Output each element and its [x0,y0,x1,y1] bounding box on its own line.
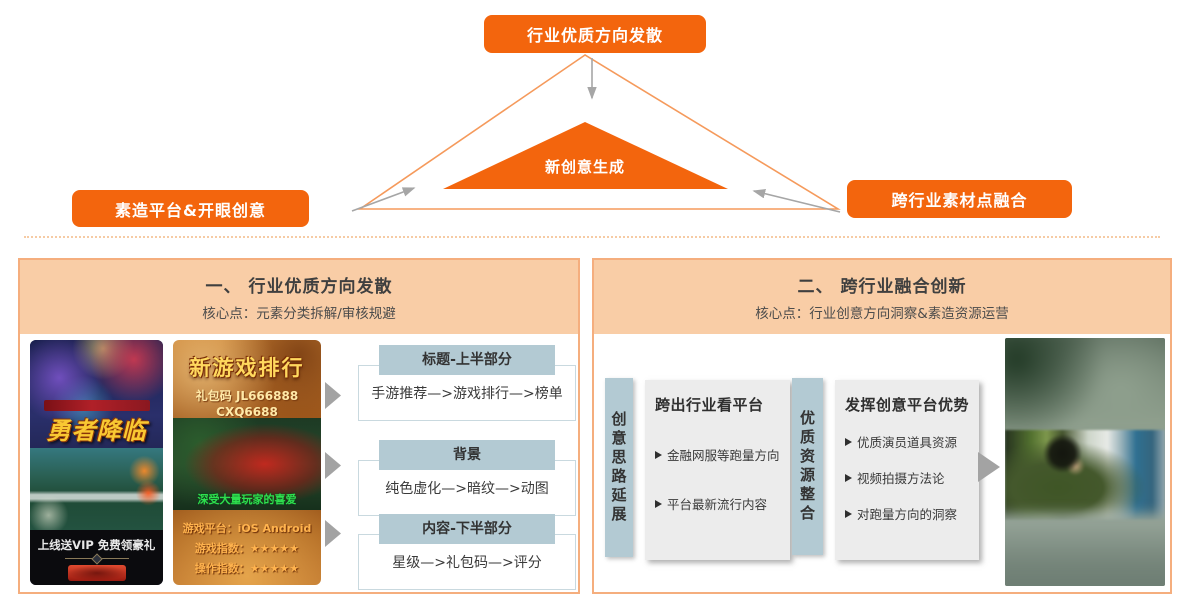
poster2-title: 新游戏排行 [189,356,305,380]
arrow-right-in-icon [752,188,841,213]
right-panel-subtitle: 核心点：行业创意方向洞察&素造资源运营 [755,306,1009,322]
poster1-footer: 上线送VIP 免费领豪礼 [30,530,163,585]
bullet-arrow-icon [845,437,852,446]
poster2-caption: 深受大量玩家的喜爱 [197,493,297,506]
panel-cross-industry-innovation: 二、 跨行业融合创新 核心点：行业创意方向洞察&素造资源运营 创意思路延展 跨出… [592,258,1172,594]
flow-arrow-icon [325,382,341,409]
poster1-download-button [67,565,126,581]
video-thumbnail [1005,338,1165,586]
right-panel-header: 二、 跨行业融合创新 核心点：行业创意方向洞察&素造资源运营 [594,260,1170,334]
row-header-chip: 背景 [379,440,555,470]
row-header-chip: 内容-下半部分 [379,514,555,544]
vertical-label-idea-extension: 创意思路延展 [605,378,633,557]
poster2-photo-band: 深受大量玩家的喜爱 [173,418,321,510]
bullet-arrow-icon [655,450,662,459]
triangle-center-label: 新创意生成 [544,158,625,176]
poster2-gift-code-1: 礼包码 JL666888 [195,389,299,403]
video-blur-bottom [1005,514,1165,586]
poster1-ornament [64,558,129,559]
box1-bullet-2: 平台最新流行内容 [655,494,784,513]
arrow-left-in-icon [351,187,416,212]
bullet-arrow-icon [845,509,852,518]
poster2-info-lines: 游戏平台：iOS Android 游戏指数：★★★★★ 操作指数：★★★★★ [173,520,321,576]
box2-title: 发挥创意平台优势 [845,396,970,414]
panel-industry-divergence: 一、 行业优质方向发散 核心点：元素分类拆解/审核规避 勇者降临 上线送VIP … [18,258,580,594]
flow-arrow-icon [978,452,1000,482]
poster1-artwork [30,340,163,448]
node-suzao-platform: 素造平台&开眼创意 [72,190,309,227]
node-industry-direction: 行业优质方向发散 [484,15,706,53]
box2-bullet-1: 优质演员道具资源 [845,432,973,451]
bullet-arrow-icon [845,473,852,482]
box2-bullet-2: 视频拍摄方法论 [845,468,973,487]
video-blur-top [1005,338,1165,433]
left-panel-header: 一、 行业优质方向发散 核心点：元素分类拆解/审核规避 [20,260,578,334]
right-panel-title: 二、 跨行业融合创新 [797,277,967,297]
poster2-gift-code-2: CXQ6688 [216,405,278,419]
breakdown-row-background: 背景 纯色虚化—>暗纹—>动图 [358,440,576,516]
poster1-promo-text: 上线送VIP 免费领豪礼 [37,538,156,552]
flow-arrow-icon [325,520,341,547]
box-creative-platform-advantage: 发挥创意平台优势 优质演员道具资源 视频拍摄方法论 对跑量方向的洞察 [835,380,979,560]
game-poster-ranking: 新游戏排行 礼包码 JL666888 CXQ6688 深受大量玩家的喜爱 游戏平… [173,340,321,585]
outer-triangle [357,54,841,210]
video-frame-actor [1005,430,1165,520]
vertical-label-resource-integration: 优质资源整合 [792,378,823,555]
box-look-beyond-industry: 跨出行业看平台 金融网服等跑量方向 平台最新流行内容 [645,380,790,560]
box1-bullet-1: 金融网服等跑量方向 [655,445,784,464]
bullet-text: 平台最新流行内容 [667,497,768,512]
poster2-rating-game: 游戏指数：★★★★★ [194,542,300,555]
breakdown-row-title: 标题-上半部分 手游推荐—>游戏排行—>榜单 [358,345,576,421]
dotted-divider [24,236,1160,238]
node-cross-industry-material: 跨行业素材点融合 [847,180,1072,218]
bullet-text: 对跑量方向的洞察 [857,507,958,522]
poster1-red-banner [44,400,150,411]
left-panel-subtitle: 核心点：元素分类拆解/审核规避 [202,306,396,322]
poster1-title: 勇者降临 [46,417,147,445]
left-panel-title: 一、 行业优质方向发散 [205,277,393,297]
flow-arrow-icon [325,452,341,479]
poster2-rating-operation: 操作指数：★★★★★ [194,562,300,575]
game-poster-hero: 勇者降临 上线送VIP 免费领豪礼 [30,340,163,585]
breakdown-row-content: 内容-下半部分 星级—>礼包码—>评分 [358,514,576,590]
row-header-chip: 标题-上半部分 [379,345,555,375]
box1-title: 跨出行业看平台 [655,396,764,414]
poster1-gameplay-screenshot [30,448,163,530]
bullet-arrow-icon [655,499,662,508]
bullet-text: 视频拍摄方法论 [857,471,945,486]
poster2-platform: 游戏平台：iOS Android [182,522,312,535]
bullet-text: 金融网服等跑量方向 [667,448,780,463]
box2-bullet-3: 对跑量方向的洞察 [845,504,973,523]
bullet-text: 优质演员道具资源 [857,435,958,450]
